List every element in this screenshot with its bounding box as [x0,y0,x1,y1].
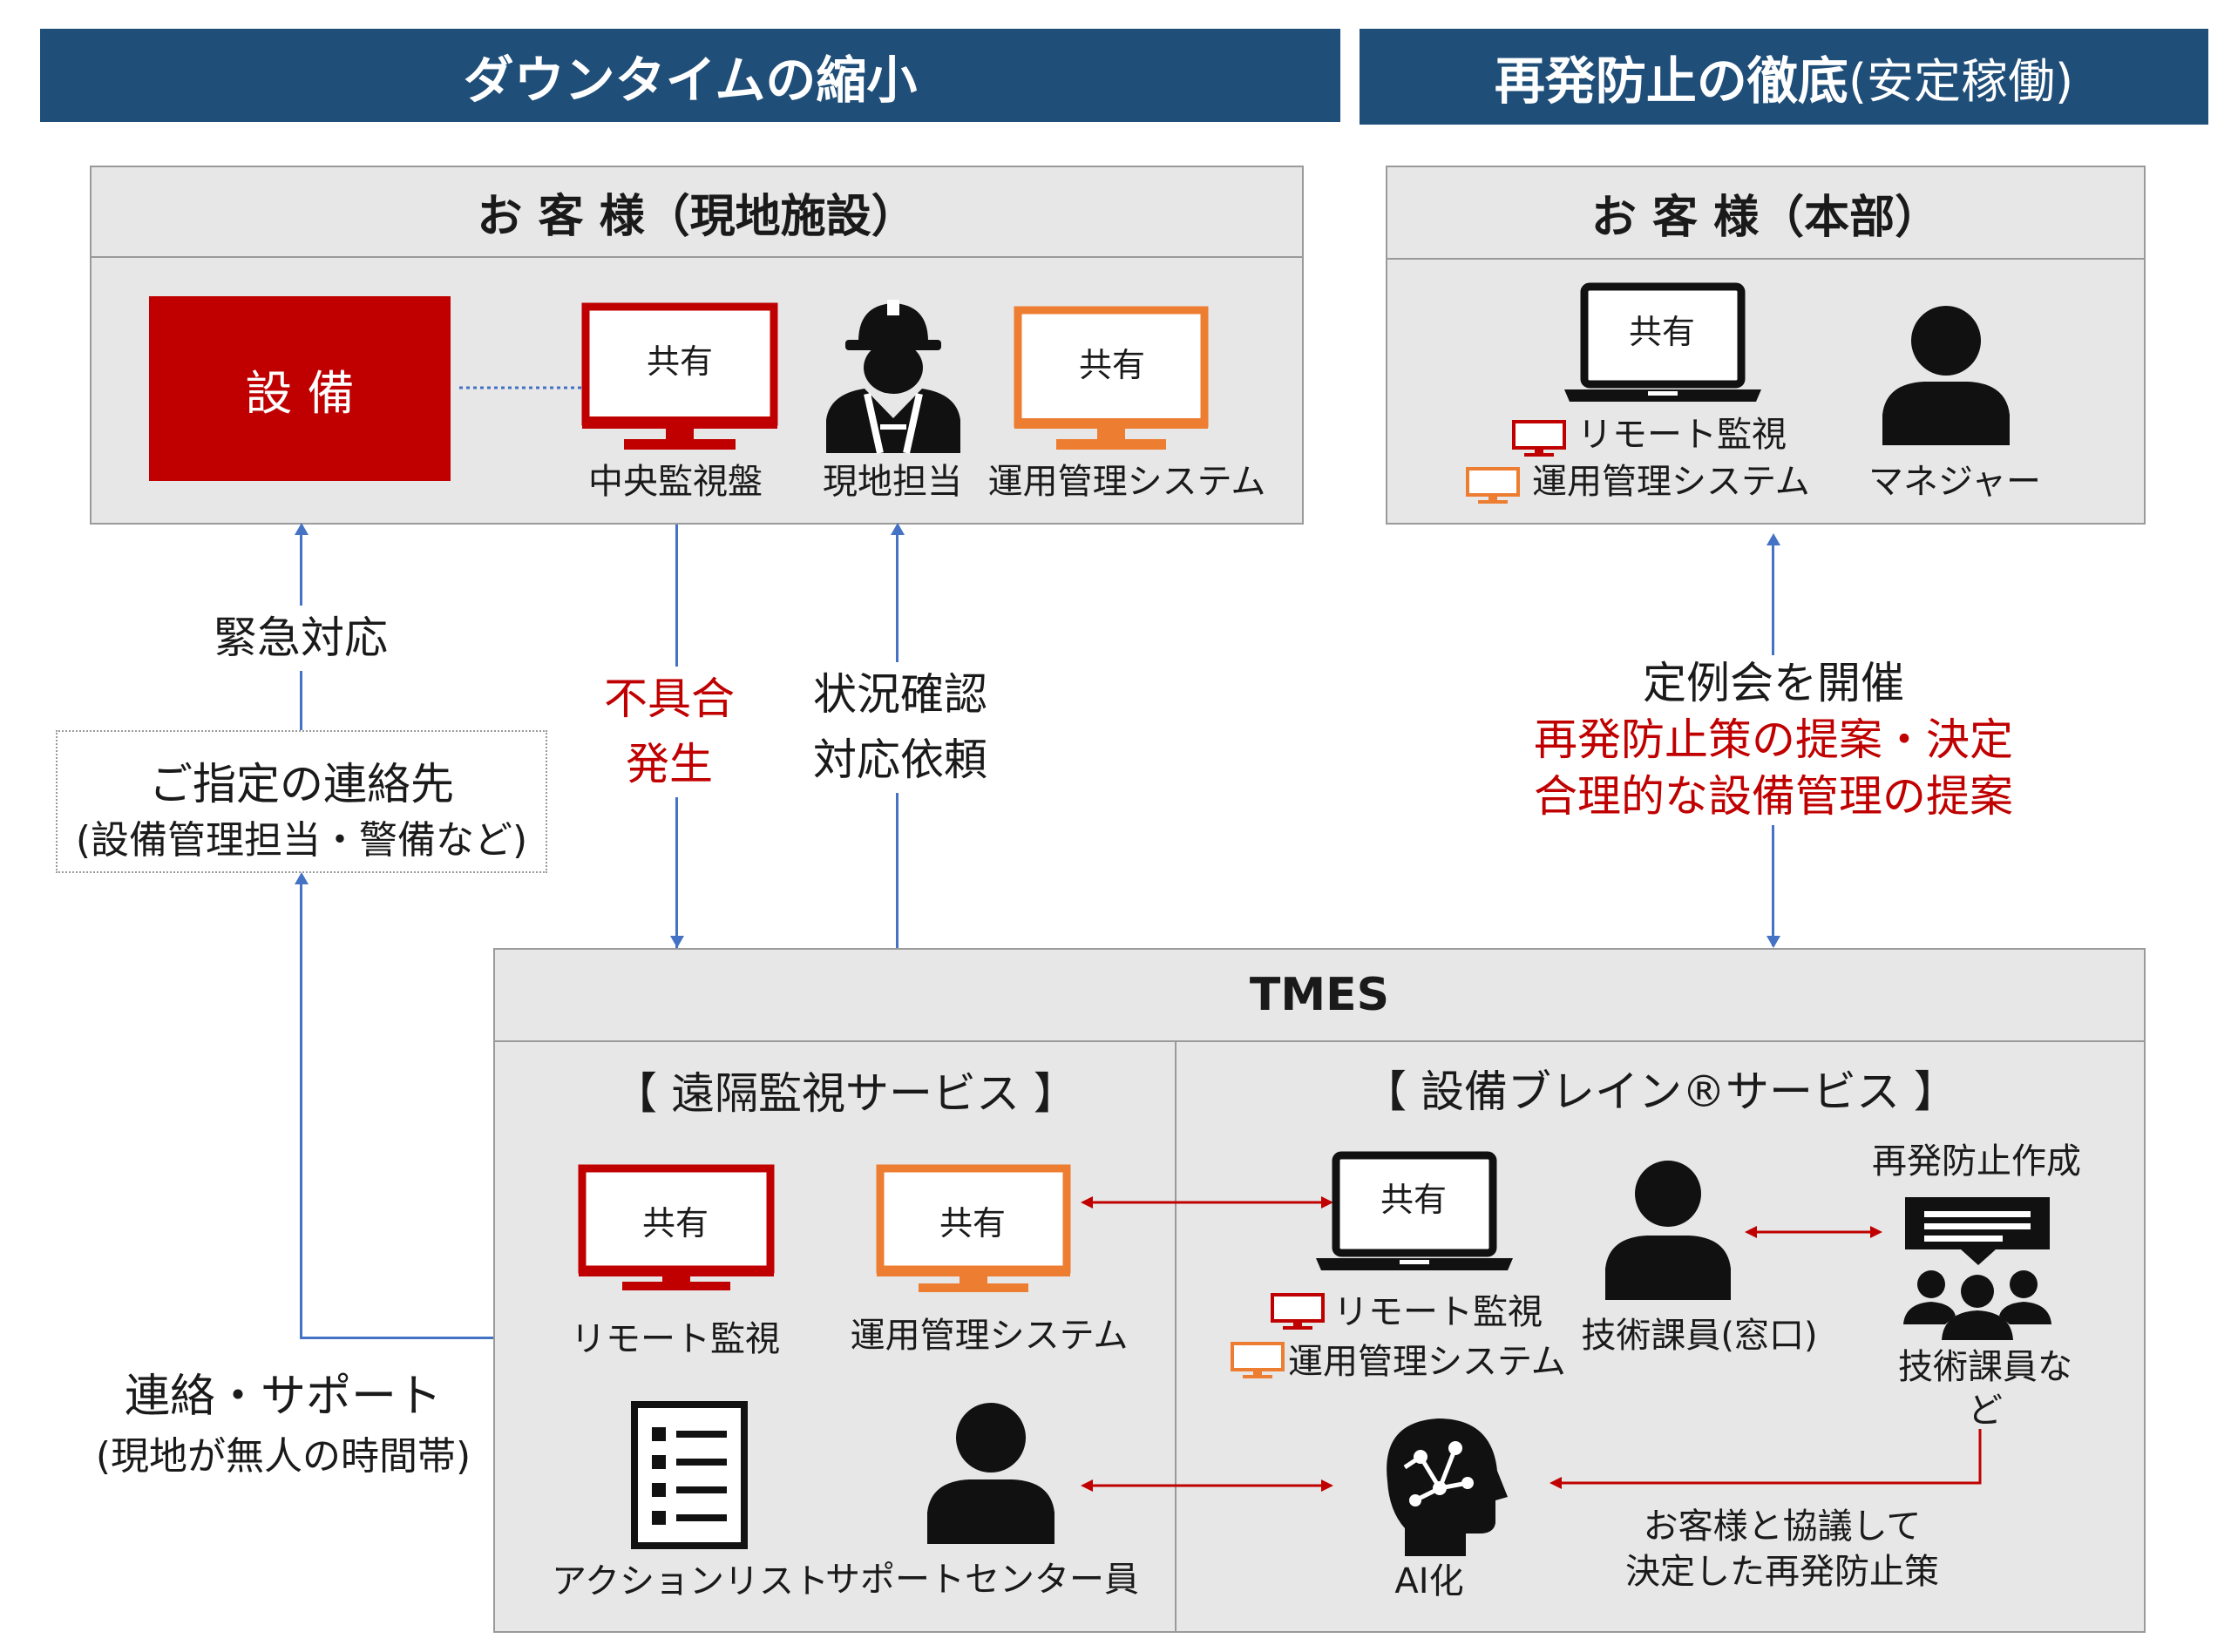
laptop-icon [1564,282,1761,402]
agreed-line2: 決定した再発防止策 [1625,1552,1939,1592]
fault-line2: 発生 [626,739,713,789]
banner-downtime: ダウンタイムの縮小 [40,29,1340,122]
engineer-link-arrow [1745,1226,1882,1238]
meeting-label: 定例会を開催 再発防止策の提案・決定 合理的な設備管理の提案 [1499,655,2048,825]
status-arrowhead [891,523,905,535]
tmes-remote-monitor-label: リモート監視 [571,1319,780,1359]
support-line2: (現地が無人の時間帯) [95,1434,471,1479]
monitor-orange-icon [1014,306,1209,450]
engineers-label: 技術課員な ど [1898,1345,2072,1432]
tmes-monitor-orange-shared: 共有 [939,1204,1007,1242]
worker-icon [826,300,960,454]
ai-link-arrow [1081,1479,1333,1492]
worker-label: 現地担当 [823,462,962,502]
mini-monitor-orange-icon [1466,467,1520,504]
emergency-label: 緊急対応 [214,606,388,671]
meeting-line2: 再発防止策の提案・決定 [1534,714,2013,765]
tmes-mini-monitor-red-icon [1271,1293,1325,1330]
customer-hq-panel: お 客 様（本部） [1386,166,2146,525]
monitor-orange-shared: 共有 [1078,346,1146,384]
tmes-mini-monitor-orange-icon [1231,1342,1285,1378]
remote-service-heading: 【 遠隔監視サービス 】 [614,1068,1077,1119]
agreed-line1: お客様と協議して [1643,1506,1922,1547]
monitor-red-shared: 共有 [646,342,714,381]
hq-remote-label: リモート監視 [1577,415,1787,455]
customer-site-title: お 客 様（現地施設） [92,167,1302,258]
team-discussion-icon [1903,1197,2051,1340]
support-center-label: サポートセンター員 [825,1560,1139,1600]
engineers-label-2: ど [1968,1391,2003,1431]
agreed-measures-label: お客様と協議して 決定した再発防止策 [1605,1504,1959,1594]
fault-line1: 不具合 [604,674,735,724]
fault-arrowhead [670,936,684,948]
prevention-title: 再発防止作成 [1872,1141,2081,1181]
status-line1: 状況確認 [813,669,987,720]
support-arrowhead [295,872,309,884]
fault-label: 不具合 発生 [604,667,735,797]
monitor-red-icon [581,302,778,450]
support-line-horizontal [300,1337,495,1339]
meeting-arrowhead-down [1766,936,1780,948]
equipment-label: 設 備 [245,365,355,421]
equipment-box: 設 備 [149,296,451,481]
site-ops-system-label: 運用管理システム [987,462,1266,502]
tmes-divider [1175,1040,1177,1631]
meeting-line3: 合理的な設備管理の提案 [1534,771,2013,822]
contact-title: ご指定の連絡先 [149,759,454,809]
engineers-label-1: 技術課員な [1898,1347,2072,1387]
mini-monitor-red-icon [1512,420,1566,457]
tmes-monitor-red-icon [578,1164,775,1290]
banner-prevention-text: 再発防止の徹底 [1494,51,1848,111]
manager-icon [1882,306,2010,445]
tmes-monitor-red-shared: 共有 [641,1204,709,1242]
tmes-ops-system-label: 運用管理システム [850,1316,1129,1356]
tmes-laptop-ops-label: 運用管理システム [1288,1342,1566,1382]
prevention-return-arrow [1549,1429,1982,1489]
action-list-label: アクションリスト [552,1561,829,1601]
ops-link-arrow [1081,1196,1333,1209]
status-label: 状況確認 対応依頼 [813,662,987,793]
hq-laptop-shared: 共有 [1628,313,1696,351]
support-line1: 連絡・サポート [124,1371,442,1423]
banner-prevention: 再発防止の徹底(安定稼働) [1360,29,2208,125]
support-line-vertical [300,877,302,1339]
emergency-arrowhead [295,523,309,535]
central-monitor-label: 中央監視盤 [588,462,763,502]
tmes-laptop-remote-label: リモート監視 [1333,1292,1543,1332]
support-label: 連絡・サポート (現地が無人の時間帯) [78,1359,488,1480]
equipment-dotted-link [459,386,583,389]
engineer-label: 技術課員(窓口) [1581,1316,1818,1356]
tmes-monitor-orange-icon [876,1164,1071,1292]
manager-label: マネジャー [1868,462,2041,502]
tmes-laptop-shared: 共有 [1380,1181,1448,1219]
contact-sub: (設備管理担当・警備など) [75,818,528,863]
brain-service-heading: 【 設備ブレイン®サービス 】 [1363,1066,1957,1117]
tmes-title: TMES [495,950,2144,1042]
ai-label: AI化 [1394,1561,1464,1601]
meeting-line1: 定例会を開催 [1643,658,1904,708]
designated-contact-box: ご指定の連絡先 (設備管理担当・警備など) [56,730,547,873]
hq-ops-label: 運用管理システム [1532,462,1810,502]
customer-hq-title: お 客 様（本部） [1387,167,2144,260]
tmes-laptop-icon [1316,1151,1513,1270]
meeting-arrowhead-up [1766,533,1780,545]
banner-prevention-sub: (安定稼働) [1848,53,2074,109]
action-list-icon [631,1401,748,1549]
status-line2: 対応依頼 [813,735,987,785]
support-center-person-icon [927,1403,1054,1544]
tmes-panel: TMES [493,948,2146,1633]
engineer-icon [1605,1161,1731,1300]
ai-head-icon [1387,1418,1508,1556]
banner-downtime-text: ダウンタイムの縮小 [463,50,918,110]
